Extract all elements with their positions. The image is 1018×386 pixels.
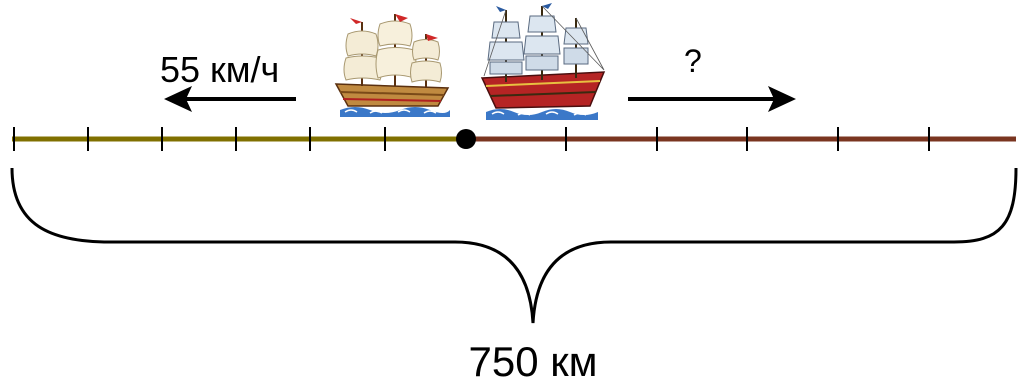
left-ship-icon <box>334 14 450 117</box>
distance-label: 750 км <box>469 338 598 385</box>
distance-brace <box>10 167 1018 324</box>
right-speed-label: ? <box>684 43 702 79</box>
left-speed-label: 55 км/ч <box>160 49 279 90</box>
right-ship-icon <box>480 3 606 120</box>
scale-ticks <box>13 127 930 151</box>
left-direction-arrow <box>164 86 296 112</box>
right-direction-arrow <box>628 86 796 112</box>
start-point <box>456 129 476 149</box>
